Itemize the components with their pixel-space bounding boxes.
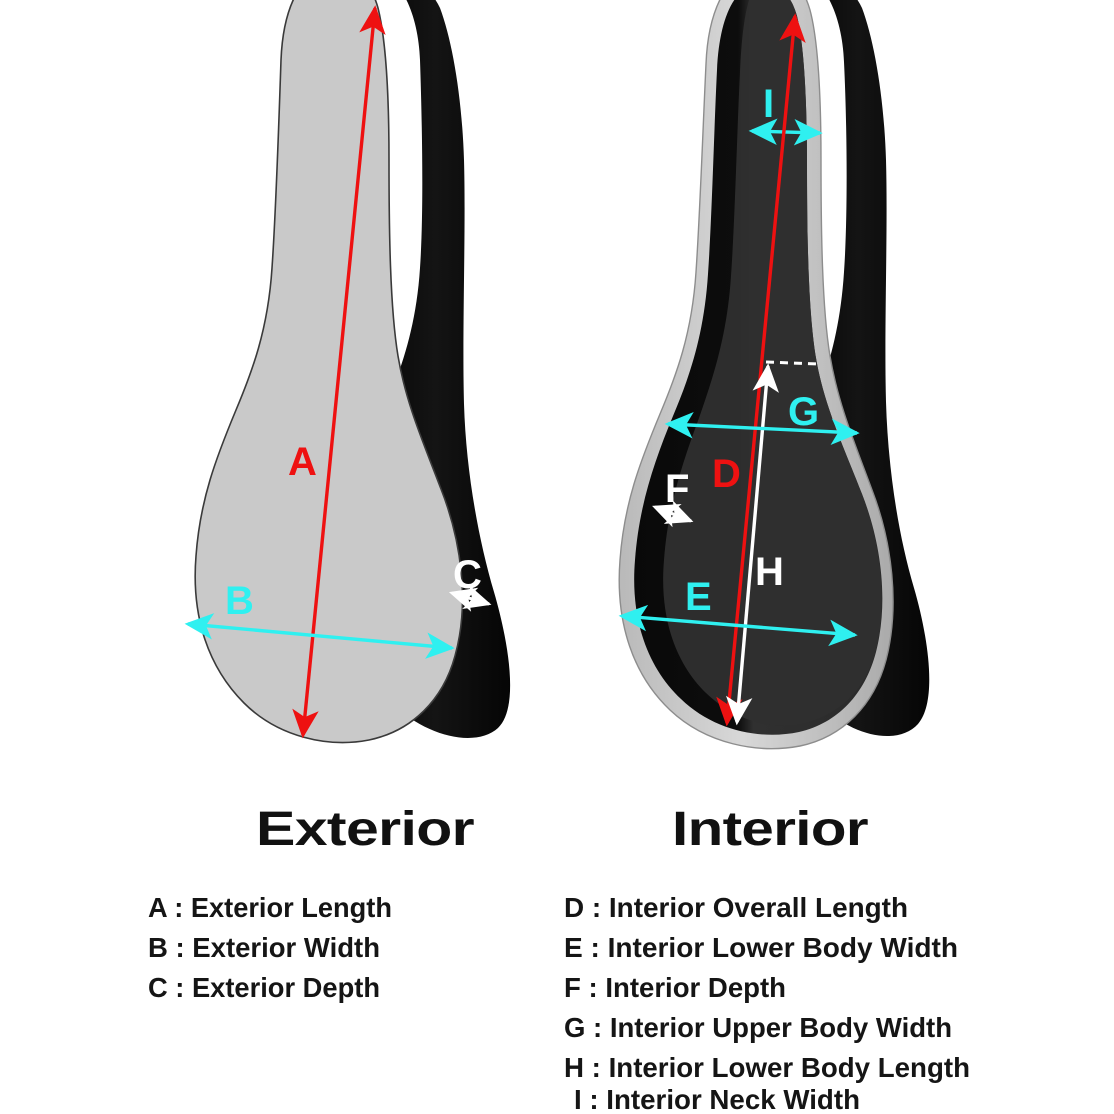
- legend-item-c: C : Exterior Depth: [148, 972, 380, 1003]
- legend-item-e: E : Interior Lower Body Width: [564, 932, 958, 963]
- dimension-label-c: C: [453, 553, 482, 597]
- exterior-legend: A : Exterior Length B : Exterior Width C…: [148, 892, 392, 1003]
- interior-depth-arrow-f: [652, 500, 694, 528]
- exterior-width-arrow-b: [184, 613, 455, 659]
- dimension-label-f: F: [665, 467, 689, 511]
- exterior-case-illustration: A B C: [184, 0, 511, 744]
- interior-lower-body-reference-line: [765, 360, 819, 366]
- dimension-label-d: D: [712, 452, 741, 496]
- interior-legend: D : Interior Overall Length E : Interior…: [564, 892, 970, 1114]
- interior-case-illustration: I D H G F E: [618, 0, 930, 750]
- legend-item-b: B : Exterior Width: [148, 932, 380, 963]
- dimension-label-i: I: [763, 82, 774, 126]
- legend-item-h: H : Interior Lower Body Length: [564, 1052, 970, 1083]
- interior-panel-title: Interior: [672, 803, 868, 856]
- legend-item-i: I : Interior Neck Width: [574, 1084, 860, 1114]
- exterior-depth-arrow-c: [448, 585, 492, 612]
- legend-item-f: F : Interior Depth: [564, 972, 786, 1003]
- legend-item-d: D : Interior Overall Length: [564, 892, 908, 923]
- dimension-label-h: H: [755, 550, 784, 594]
- legend-item-g: G : Interior Upper Body Width: [564, 1012, 952, 1043]
- dimension-label-g: G: [788, 390, 819, 434]
- legend-item-a: A : Exterior Length: [148, 892, 392, 923]
- interior-neck-width-arrow-i: [748, 118, 823, 146]
- interior-lower-body-width-arrow-e: [618, 604, 858, 647]
- dimension-label-e: E: [685, 575, 712, 619]
- exterior-panel-title: Exterior: [256, 803, 474, 856]
- interior-upper-body-width-arrow-g: [664, 411, 860, 446]
- dimension-label-b: B: [225, 579, 254, 623]
- dimension-label-a: A: [288, 440, 317, 484]
